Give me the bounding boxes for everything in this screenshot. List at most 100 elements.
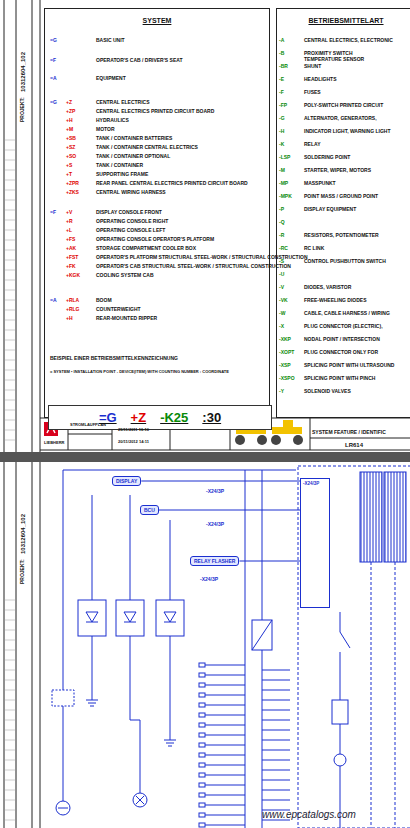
code-label: +ZKS — [66, 190, 79, 195]
code-label: +L — [66, 228, 72, 233]
node-text: RELAY FLASHER — [194, 558, 235, 564]
title-strip-rule — [4, 240, 16, 241]
code-label: -Q — [279, 220, 285, 225]
description-text: FREE-WHEELING DIODES — [304, 298, 367, 303]
code-label: -FP — [279, 103, 287, 108]
drawing-stroke — [136, 796, 144, 804]
drawing-stroke — [133, 793, 147, 807]
wire-branch — [262, 750, 290, 751]
description-text: CABLE, CABLE HARNESS / WIRING — [304, 311, 390, 316]
code-label: -K — [279, 142, 284, 147]
code-label: =F — [50, 58, 56, 63]
wire-branch — [205, 695, 245, 696]
drawing-stroke — [156, 600, 184, 636]
bottom-sheet — [0, 462, 410, 828]
wire-branch — [205, 745, 245, 746]
code-label: -XOPT — [279, 350, 294, 355]
code-label: +T — [66, 172, 72, 177]
wire-branch — [262, 700, 290, 701]
wire — [239, 561, 300, 562]
code-label: -Y — [279, 389, 284, 394]
title-strip-rule — [4, 750, 16, 751]
title-strip-rule — [4, 800, 16, 801]
terminal — [199, 683, 205, 687]
code-label: -VK — [279, 298, 288, 303]
code-label: -A — [279, 38, 284, 43]
code-label: -H — [279, 129, 284, 134]
drawing-stroke — [395, 562, 396, 828]
drawing-stroke — [86, 612, 98, 622]
terminal — [199, 793, 205, 797]
title-strip-rule — [4, 820, 16, 821]
description-text: DISPLAY CONSOLE FRONT — [96, 210, 162, 215]
description-text: STORAGE COMPARTMENT COOLER BOX — [96, 246, 196, 251]
code-label: +FS — [66, 237, 75, 242]
wire-branch — [205, 795, 245, 796]
code-label: +SO — [66, 154, 76, 159]
drawing-stroke — [298, 466, 410, 828]
code-label: -MPK — [279, 194, 292, 199]
date-field: 20/11/2012 14:11 — [118, 440, 149, 444]
code-label: +FK — [66, 264, 76, 269]
description-text: DISPLAY EQUIPMENT — [304, 207, 356, 212]
code-label: -XSP — [279, 363, 291, 368]
drawing-stroke — [340, 632, 350, 648]
title-strip-rule — [4, 170, 16, 171]
drawing-stroke — [271, 435, 281, 445]
signal-tag: BCU — [140, 505, 159, 515]
top-sheet — [0, 0, 410, 452]
title-strip-rule — [4, 290, 16, 291]
wire-branch — [205, 805, 245, 806]
code-label: +ZP — [66, 109, 75, 114]
terminal — [199, 823, 205, 827]
description-text: OPERATING CONSOLE OPERATOR'S PLATFORM — [96, 237, 214, 242]
drawing-stroke — [58, 808, 68, 809]
wire-branch — [262, 770, 290, 771]
title-strip-rule — [4, 330, 16, 331]
code-label: +S — [66, 163, 72, 168]
node-text: -K25 — [160, 410, 188, 425]
drawing-number: 10312604_102 — [20, 514, 26, 554]
wire-branch — [205, 735, 245, 736]
title-strip-rule — [4, 690, 16, 691]
drawing-stroke — [124, 612, 136, 622]
description-text: TANK / CONTAINER — [96, 163, 143, 168]
title-strip-rule — [4, 660, 16, 661]
title-strip-rule — [4, 680, 16, 681]
drawing-stroke — [257, 435, 267, 445]
wire-branch — [262, 780, 290, 781]
drawing-stroke — [199, 663, 290, 828]
drawing-stroke — [130, 495, 131, 600]
drawing-stroke — [32, 462, 33, 828]
code-label: -RC — [279, 246, 288, 251]
node-text: DISPLAY — [116, 478, 137, 484]
title-strip-rule — [4, 260, 16, 261]
code-label: +H — [66, 316, 73, 321]
watermark: www.epcatalogs.com — [262, 810, 356, 820]
device-type-table: BETRIEBSMITTELART — [276, 8, 410, 418]
title-strip-rule — [4, 150, 16, 151]
description-text: POLY-SWITCH PRINTED CIRCUIT — [304, 103, 383, 108]
drawing-stroke — [16, 462, 17, 828]
connector-label: -X24/3P — [206, 489, 224, 494]
drawing-stroke — [340, 612, 341, 632]
description-text: ALTERNATOR, GENERATORS, — [304, 116, 377, 121]
title-strip-rule — [4, 630, 16, 631]
title-strip-rule — [4, 620, 16, 621]
drawing-stroke — [283, 420, 293, 427]
signal-tag: DISPLAY — [112, 476, 141, 486]
title-strip-rule — [4, 230, 16, 231]
description-text: TANK / CONTAINER CENTRAL ELECTRICS — [96, 145, 198, 150]
wire-branch — [262, 720, 290, 721]
drawing-stroke — [63, 470, 296, 471]
terminal — [199, 763, 205, 767]
title-strip-rule — [4, 370, 16, 371]
title-field: PROJEKT: — [20, 559, 25, 584]
terminal — [199, 693, 205, 697]
wire-branch — [262, 790, 290, 791]
drawing-stroke — [164, 740, 176, 746]
wire-branch — [205, 815, 245, 816]
table-heading: BETRIEBSMITTELART — [277, 17, 410, 24]
wire-branch — [262, 740, 290, 741]
